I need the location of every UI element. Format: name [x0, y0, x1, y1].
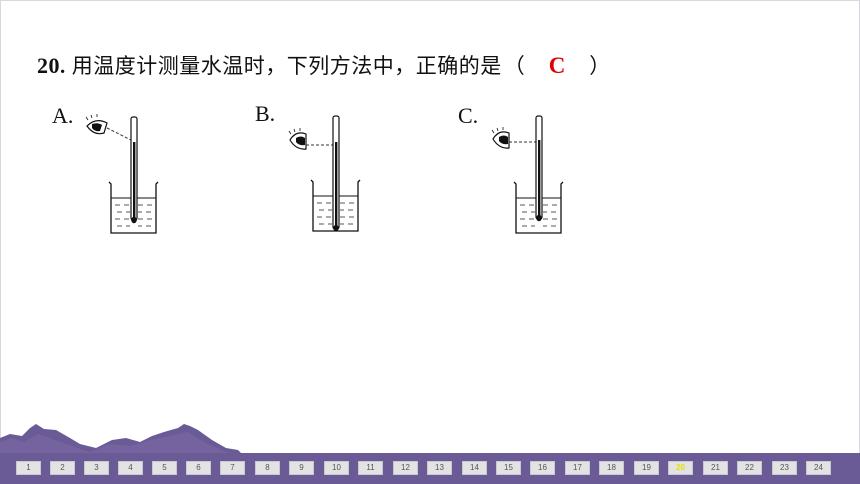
- question-text: 用温度计测量水温时，下列方法中，正确的是: [71, 54, 502, 78]
- page-button-19[interactable]: 19: [634, 461, 659, 475]
- sight-line: [106, 127, 134, 142]
- option-b-figure: [288, 115, 361, 232]
- option-a-figure: [85, 114, 159, 234]
- beaker: [310, 179, 361, 232]
- question-stem: 20.用温度计测量水温时，下列方法中，正确的是（ C ）: [37, 50, 611, 84]
- answer-text: C: [548, 53, 566, 78]
- eye-icon: [288, 128, 307, 150]
- page-button-24[interactable]: 24: [806, 461, 831, 475]
- page-button-15[interactable]: 15: [496, 461, 521, 475]
- answer-paren-close: ）: [589, 54, 611, 78]
- page-button-13[interactable]: 13: [427, 461, 452, 475]
- beaker: [108, 181, 159, 234]
- thermometer: [332, 115, 340, 231]
- thermometer: [130, 116, 138, 224]
- page-navigation: 1 2 3 4 5 6 7 8 9 10 11 12 13 14 15 16 1…: [0, 453, 860, 484]
- option-a-label: A.: [52, 103, 74, 128]
- page-button-1[interactable]: 1: [16, 461, 41, 475]
- page-button-5[interactable]: 5: [152, 461, 177, 475]
- page-button-7[interactable]: 7: [220, 461, 245, 475]
- page-button-21[interactable]: 21: [703, 461, 728, 475]
- page-button-11[interactable]: 11: [358, 461, 383, 475]
- page-button-20-current[interactable]: 20: [668, 461, 693, 475]
- option-b-label: B.: [255, 101, 276, 126]
- page-button-14[interactable]: 14: [462, 461, 487, 475]
- question-number: 20: [37, 53, 60, 78]
- page-button-4[interactable]: 4: [118, 461, 143, 475]
- page-button-23[interactable]: 23: [772, 461, 797, 475]
- question-number-dot: .: [60, 54, 66, 78]
- thermometer: [535, 115, 543, 222]
- option-c-label: C.: [458, 103, 479, 128]
- page-button-17[interactable]: 17: [565, 461, 590, 475]
- page-button-12[interactable]: 12: [393, 461, 418, 475]
- page-button-22[interactable]: 22: [737, 461, 762, 475]
- eye-icon: [491, 127, 510, 149]
- option-c-figure: [491, 115, 564, 234]
- page-button-10[interactable]: 10: [324, 461, 349, 475]
- page-button-16[interactable]: 16: [530, 461, 555, 475]
- page-button-8[interactable]: 8: [255, 461, 280, 475]
- page-button-3[interactable]: 3: [84, 461, 109, 475]
- page-button-2[interactable]: 2: [50, 461, 75, 475]
- answer-paren-open: （: [503, 54, 526, 78]
- page-button-6[interactable]: 6: [186, 461, 211, 475]
- eye-icon: [85, 114, 108, 135]
- page-button-18[interactable]: 18: [599, 461, 624, 475]
- page-button-9[interactable]: 9: [289, 461, 314, 475]
